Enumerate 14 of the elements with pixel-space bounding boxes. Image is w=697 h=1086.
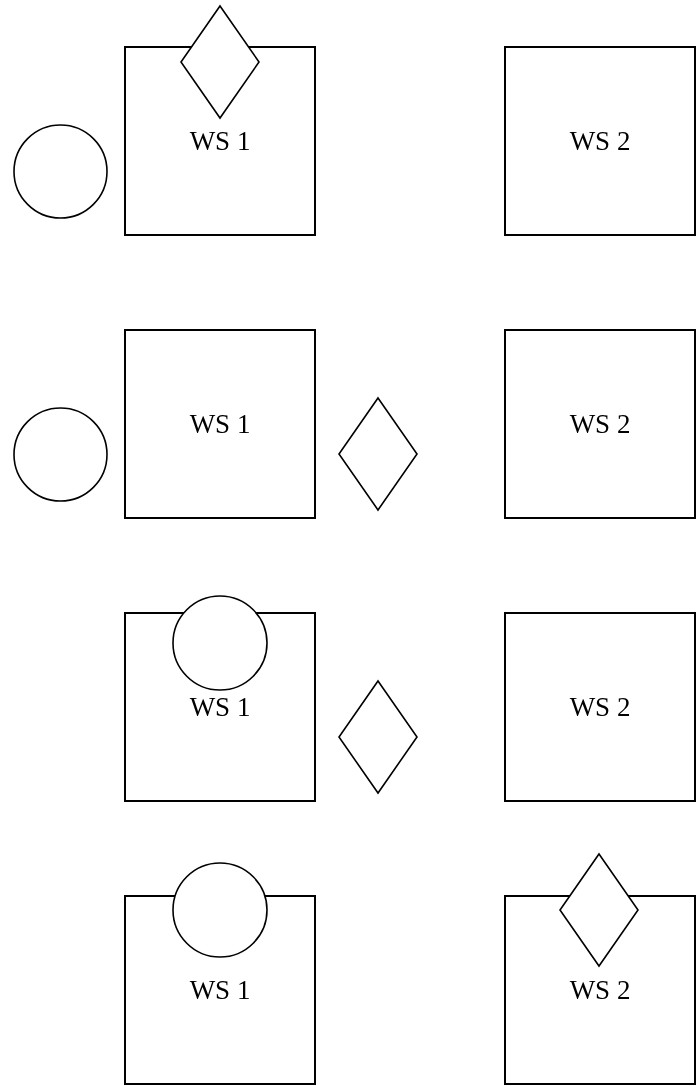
diamond-symbol [180,5,260,119]
workstation-box: WS 2 [504,329,696,519]
workstation-box: WS 2 [504,46,696,236]
diamond-symbol [338,680,418,794]
workstation-box: WS 1 [124,46,316,236]
workstation-box: WS 2 [504,895,696,1085]
circle-symbol [13,124,108,219]
diamond-symbol [338,397,418,511]
circle-symbol [172,595,268,691]
workstation-box: WS 1 [124,329,316,519]
circle-symbol [172,862,268,958]
diamond-symbol [559,853,639,967]
circle-symbol [13,407,108,502]
workstation-box: WS 2 [504,612,696,802]
